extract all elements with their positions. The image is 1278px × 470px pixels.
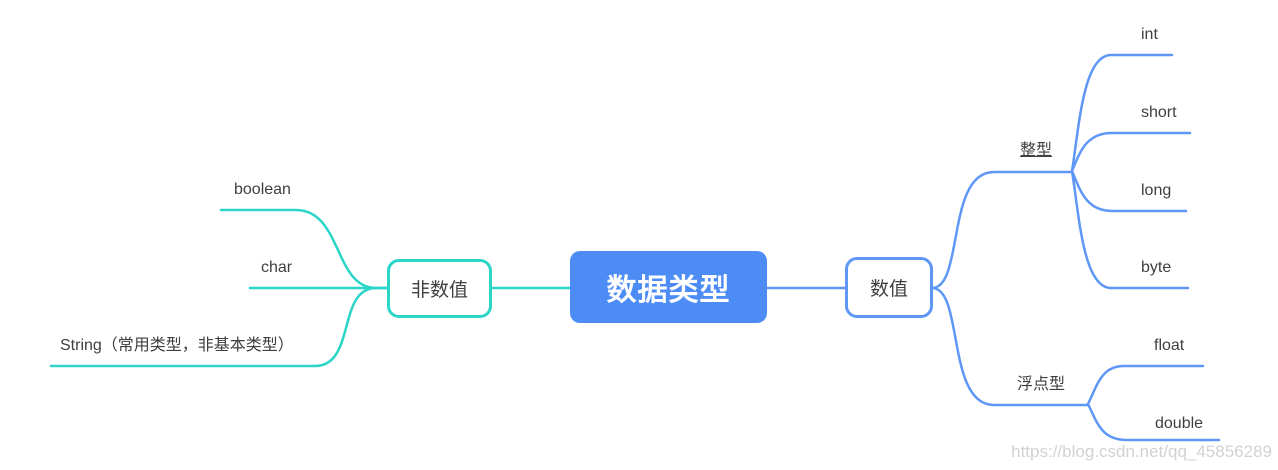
- leaf-short[interactable]: short: [1141, 104, 1177, 121]
- node-root-label: 数据类型: [606, 274, 731, 307]
- branch-integer-label[interactable]: 整型: [1020, 142, 1053, 159]
- edge-int: [1070, 53, 1174, 173]
- edge-long: [1070, 169, 1188, 213]
- edge-short: [1070, 131, 1192, 173]
- edge-numeric-float-group: [930, 286, 1090, 407]
- node-numeric[interactable]: 数值: [845, 257, 933, 318]
- leaf-int[interactable]: int: [1141, 26, 1158, 43]
- edge-boolean: [219, 208, 390, 290]
- leaf-string[interactable]: String（常用类型，非基本类型）: [60, 337, 294, 354]
- leaf-long[interactable]: long: [1141, 182, 1172, 199]
- edge-float: [1086, 364, 1205, 406]
- node-nonnumeric[interactable]: 非数值: [387, 259, 492, 318]
- leaf-float[interactable]: float: [1154, 337, 1185, 354]
- branch-float-label[interactable]: 浮点型: [1017, 376, 1066, 393]
- leaf-byte[interactable]: byte: [1141, 259, 1172, 276]
- leaf-double[interactable]: double: [1155, 415, 1204, 432]
- edge-byte: [1070, 169, 1190, 290]
- leaf-boolean[interactable]: boolean: [234, 181, 291, 198]
- edge-string: [49, 286, 390, 368]
- csdn-watermark: https://blog.csdn.net/qq_45856289: [1011, 442, 1272, 461]
- node-numeric-label: 数值: [869, 279, 908, 300]
- edge-numeric-integer-group: [930, 170, 1074, 290]
- leaf-char[interactable]: char: [261, 259, 293, 276]
- edge-double: [1086, 402, 1221, 442]
- node-nonnumeric-label: 非数值: [410, 280, 468, 301]
- node-root[interactable]: 数据类型: [570, 251, 767, 323]
